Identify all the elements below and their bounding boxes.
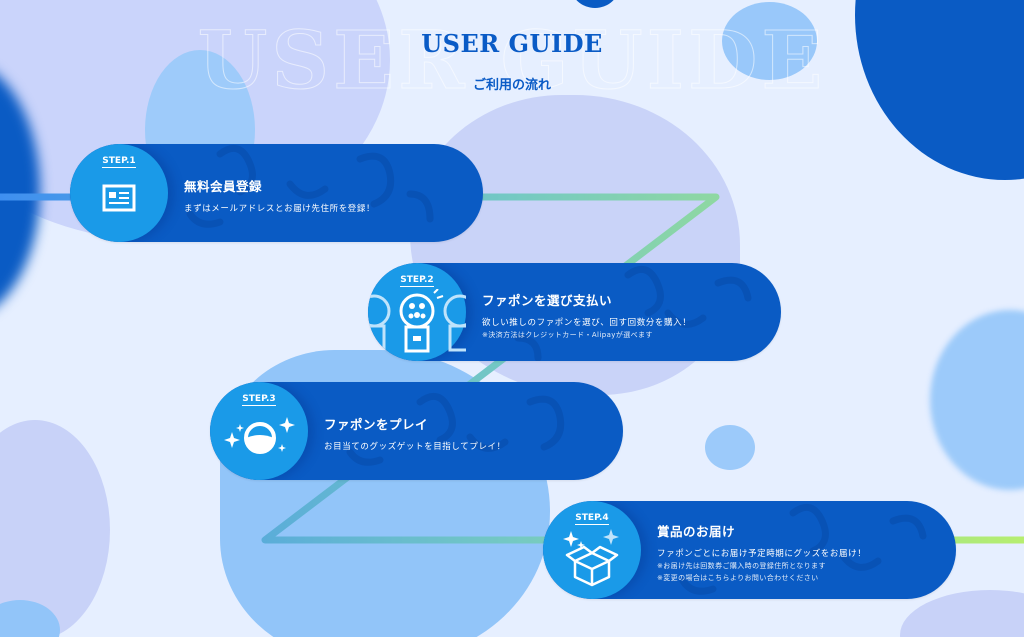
- question-mark-pattern: [186, 144, 434, 228]
- step-1-label: STEP.1: [102, 156, 136, 168]
- bg-blob: [570, 0, 620, 8]
- step-3-card: STEP.3 ファポンをプレイ お目当てのグッズゲットを目指してプレイ！: [210, 382, 623, 480]
- bg-blob: [705, 425, 755, 470]
- step-4-card: STEP.4 賞品のお届け ファポンごとにお届け予定時期にグッズをお届け！ ※お…: [543, 501, 956, 599]
- step-1-title: 無料会員登録: [184, 179, 263, 194]
- question-mark-pattern: [346, 392, 565, 466]
- ghost-title: USER GUIDE: [197, 13, 827, 107]
- step-4-title: 賞品のお届け: [657, 524, 736, 539]
- step-1-icon-circle: STEP.1: [70, 144, 168, 242]
- page-subtitle: ご利用の流れ: [472, 78, 551, 93]
- step-3-description: お目当てのグッズゲットを目指してプレイ！: [324, 442, 506, 452]
- step-2-icon-circle: STEP.2: [368, 263, 466, 361]
- question-mark-pattern: [514, 265, 752, 361]
- bg-blob: [722, 2, 817, 80]
- id-card-icon: [102, 184, 136, 212]
- question-mark-pattern: [679, 503, 927, 595]
- step-3-label: STEP.3: [242, 394, 276, 406]
- step-1-card: STEP.1 無料会員登録 まずはメールアドレスとお届け先住所を登録！: [70, 144, 483, 242]
- step-2-title: ファポンを選び支払い: [482, 293, 613, 308]
- step-2-card: STEP.2 ファポンを選び支払い 欲しい推しのファポンを選び、回す回数分を購入…: [368, 263, 781, 361]
- step-3-title: ファポンをプレイ: [324, 417, 429, 432]
- step-4-label: STEP.4: [575, 513, 609, 525]
- step-4-note-1: ※お届け先は回数券ご購入時の登録住所となります: [657, 562, 826, 570]
- step-2-label: STEP.2: [400, 275, 434, 287]
- step-4-description: ファポンごとにお届け予定時期にグッズをお届け！: [657, 549, 867, 559]
- page-title: USER GUIDE: [421, 29, 603, 58]
- open-box-icon: [563, 529, 619, 587]
- gacha-machine-icon: [368, 289, 466, 353]
- step-3-icon-circle: STEP.3: [210, 382, 308, 480]
- step-1-description: まずはメールアドレスとお届け先住所を登録！: [184, 204, 376, 214]
- step-2-description: 欲しい推しのファポンを選び、回す回数分を購入！: [482, 318, 692, 328]
- step-2-note: ※決済方法はクレジットカード・Alipayが選べます: [482, 331, 653, 339]
- capsule-sparkle-icon: [224, 417, 295, 454]
- step-4-icon-circle: STEP.4: [543, 501, 641, 599]
- step-4-note-2: ※変更の場合はこちらよりお問い合わせください: [657, 574, 819, 582]
